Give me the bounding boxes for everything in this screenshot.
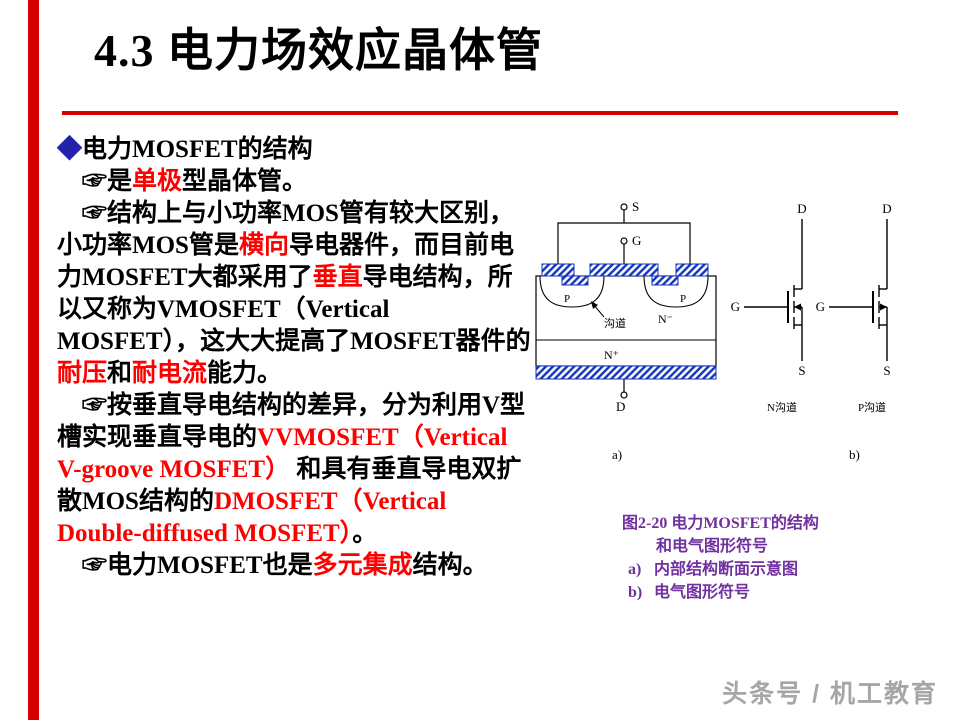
text-segment: 垂直 [312,264,363,291]
caption-item-text: 内部结构断面示意图 [654,561,799,578]
p-channel-symbol [829,219,888,361]
watermark: 头条号 / 机工教育 [722,680,938,708]
text-segment: VVMOSFET（Vertical V-groove MOSFET） [57,424,508,483]
body-paragraph: ☞是单极型晶体管。 [57,166,535,198]
label-p-source: S [883,363,890,378]
body-paragraph: ☞按垂直导电结构的差异，分为利用V型槽实现垂直导电的VVMOSFET（Verti… [57,390,535,550]
metal-electrodes [535,263,717,380]
label-n-gate: G [731,299,740,314]
text-segment: 结构。 [412,552,488,579]
figure-caption-item-b: b) 电气图形符号 [622,581,922,604]
silicon-body [535,275,717,367]
title-underline-rule [62,111,898,115]
body-text-block: ◆电力MOSFET的结构 ☞是单极型晶体管。 ☞结构上与小功率MOS管有较大区别… [57,134,535,582]
label-channel: 沟道 [604,316,626,330]
gate-terminal-node [620,237,628,245]
n-channel-arrow [794,303,801,311]
text-segment: 型晶体管。 [182,168,308,195]
label-gate-terminal: G [632,233,641,248]
text-segment: 导电器件，而目前电力MOSFET大都采用了 [57,232,514,291]
figure-caption: 图2-20 电力MOSFET的结构 和电气图形符号 a) 内部结构断面示意图 b… [622,512,922,604]
mosfet-symbols-diagram: D D G G S S N沟道 P沟道 b) [731,201,892,462]
text-segment: ◆ [57,136,83,163]
p-channel-arrow [880,303,887,311]
figure-caption-item-a: a) 内部结构断面示意图 [622,558,922,581]
body-paragraph: ☞结构上与小功率MOS管有较大区别，小功率MOS管是横向导电器件，而目前电力MO… [57,198,535,390]
label-p-gate: G [816,299,825,314]
figure-caption-line1: 图2-20 电力MOSFET的结构 [622,515,819,532]
label-n-source: S [798,363,805,378]
text-segment: DMOSFET（Vertical Double-diffused MOSFET） [57,488,447,547]
page-title: 4.3 电力场效应晶体管 [94,25,543,76]
label-p-channel-type: P沟道 [858,400,886,414]
channel-pointer-arrow [591,301,605,318]
caption-item-text: 电气图形符号 [654,584,751,601]
text-segment: 耐压 [57,360,108,387]
text-segment: 耐电流 [132,360,208,387]
source-terminal-node [620,203,628,211]
caption-item-label: b) [628,584,643,601]
n-plus-source-left [561,275,589,286]
text-segment: 和 [107,360,133,387]
n-channel-symbol [744,219,803,361]
label-n-minus: N⁻ [658,312,673,326]
text-segment: ☞结构上与小功率MOS管有较大区别，小功率MOS管是 [57,200,514,259]
mosfet-structure-diagram: S G D P P 沟道 N⁻ N⁺ a) [535,199,717,462]
sublabel-b: b) [849,447,860,462]
text-segment: 电力MOSFET的结构 [82,136,313,163]
drain-electrode [535,365,717,380]
body-paragraph: ☞电力MOSFET也是多元集成结构。 [57,550,535,582]
text-segment: 。 [352,520,378,547]
text-segment: 和具有垂直导电双扩散MOS结构的 [57,456,522,515]
terminal-leads [557,203,691,399]
label-n-drain: D [797,201,806,216]
drain-terminal-node [620,391,628,399]
n-plus-source-right [651,275,679,286]
gate-electrode [589,263,659,277]
label-drain-terminal: D [616,399,625,414]
text-segment: ☞按垂直导电结构的差异，分为利用V型槽实现垂直导电的 [57,392,526,451]
label-n-plus: N⁺ [604,348,619,362]
text-segment: ☞是 [82,168,133,195]
label-p-region-left: P [564,293,570,305]
caption-item-label: a) [628,561,642,578]
sublabel-a: a) [612,447,622,462]
label-p-region-right: P [680,293,686,305]
body-heading: ◆电力MOSFET的结构 [57,134,535,166]
label-source-terminal: S [632,199,639,214]
text-segment: ☞电力MOSFET也是 [82,552,313,579]
source-electrode-right [675,263,709,277]
text-segment: 单极 [132,168,183,195]
figure-caption-line2: 和电气图形符号 [656,538,769,555]
label-n-channel-type: N沟道 [767,400,797,414]
text-segment: 导电结构，所以又称为VMOSFET（Vertical MOSFET），这大大提高… [57,264,531,355]
source-bracket [557,222,691,264]
source-electrode-left [541,263,575,277]
label-p-drain: D [882,201,891,216]
left-accent-bar [28,0,39,720]
text-segment: 多元集成 [312,552,413,579]
text-segment: 横向 [238,232,289,259]
text-segment: 能力。 [207,360,283,387]
